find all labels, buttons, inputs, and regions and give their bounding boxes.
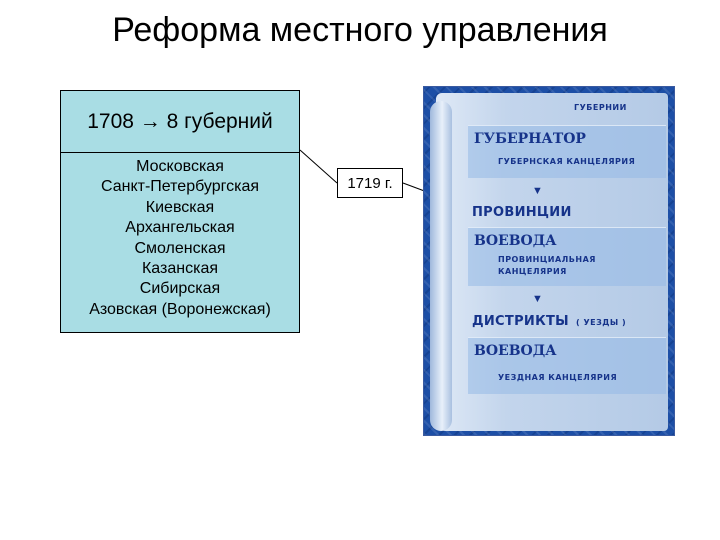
connector-left bbox=[299, 149, 338, 184]
voevoda-label-2: ВОЕВОДА bbox=[474, 343, 557, 359]
gubernia-item: Московская bbox=[136, 158, 224, 175]
prov-kancelyariya-line2: КАНЦЕЛЯРИЯ bbox=[498, 267, 567, 276]
uezdy-label: ( УЕЗДЫ ) bbox=[576, 318, 627, 327]
gubernia-item: Азовская (Воронежская) bbox=[89, 300, 271, 318]
voevoda-label-1: ВОЕВОДА bbox=[474, 233, 557, 249]
down-arrow-icon: ▼ bbox=[532, 293, 543, 305]
gubernias-box: 1708 → 8 губерний Московская Санкт-Петер… bbox=[60, 90, 300, 333]
gubernias-header: 1708 → 8 губерний bbox=[61, 91, 299, 153]
down-arrow-icon: ▼ bbox=[532, 185, 543, 197]
administration-scheme: ГУБЕРНИИ ГУБЕРНАТОР ГУБЕРНСКАЯ КАНЦЕЛЯРИ… bbox=[423, 86, 675, 436]
voevoda-card-2 bbox=[468, 337, 666, 394]
page-title: Реформа местного управления bbox=[112, 11, 608, 49]
gubernia-item: Санкт-Петербургская bbox=[100, 178, 260, 196]
gubernia-item: Сибирская bbox=[139, 280, 221, 298]
distrikty-label: ДИСТРИКТЫ bbox=[472, 314, 569, 329]
gub-kancelyariya-label: ГУБЕРНСКАЯ КАНЦЕЛЯРИЯ bbox=[498, 157, 636, 166]
provincii-label: ПРОВИНЦИИ bbox=[472, 205, 572, 220]
voevoda-card-1 bbox=[468, 227, 666, 286]
gubernii-label: ГУБЕРНИИ bbox=[574, 103, 627, 112]
gubernia-item: Архангельская bbox=[125, 219, 235, 237]
gubernia-item: Казанская bbox=[141, 260, 219, 278]
gubernator-card bbox=[468, 125, 666, 178]
year-label: 1719 г. bbox=[337, 168, 403, 198]
gubernias-list: Московская Санкт-Петербургская Киевская … bbox=[61, 153, 299, 320]
gubernia-item: Смоленская bbox=[134, 239, 226, 257]
scroll-curl bbox=[430, 101, 452, 431]
prov-kancelyariya-line1: ПРОВИНЦИАЛЬНАЯ bbox=[498, 255, 596, 264]
gubernia-item: Киевская bbox=[145, 198, 215, 216]
gubernator-label: ГУБЕРНАТОР bbox=[474, 131, 586, 147]
uezd-kancelyariya-label: УЕЗДНАЯ КАНЦЕЛЯРИЯ bbox=[498, 373, 618, 382]
